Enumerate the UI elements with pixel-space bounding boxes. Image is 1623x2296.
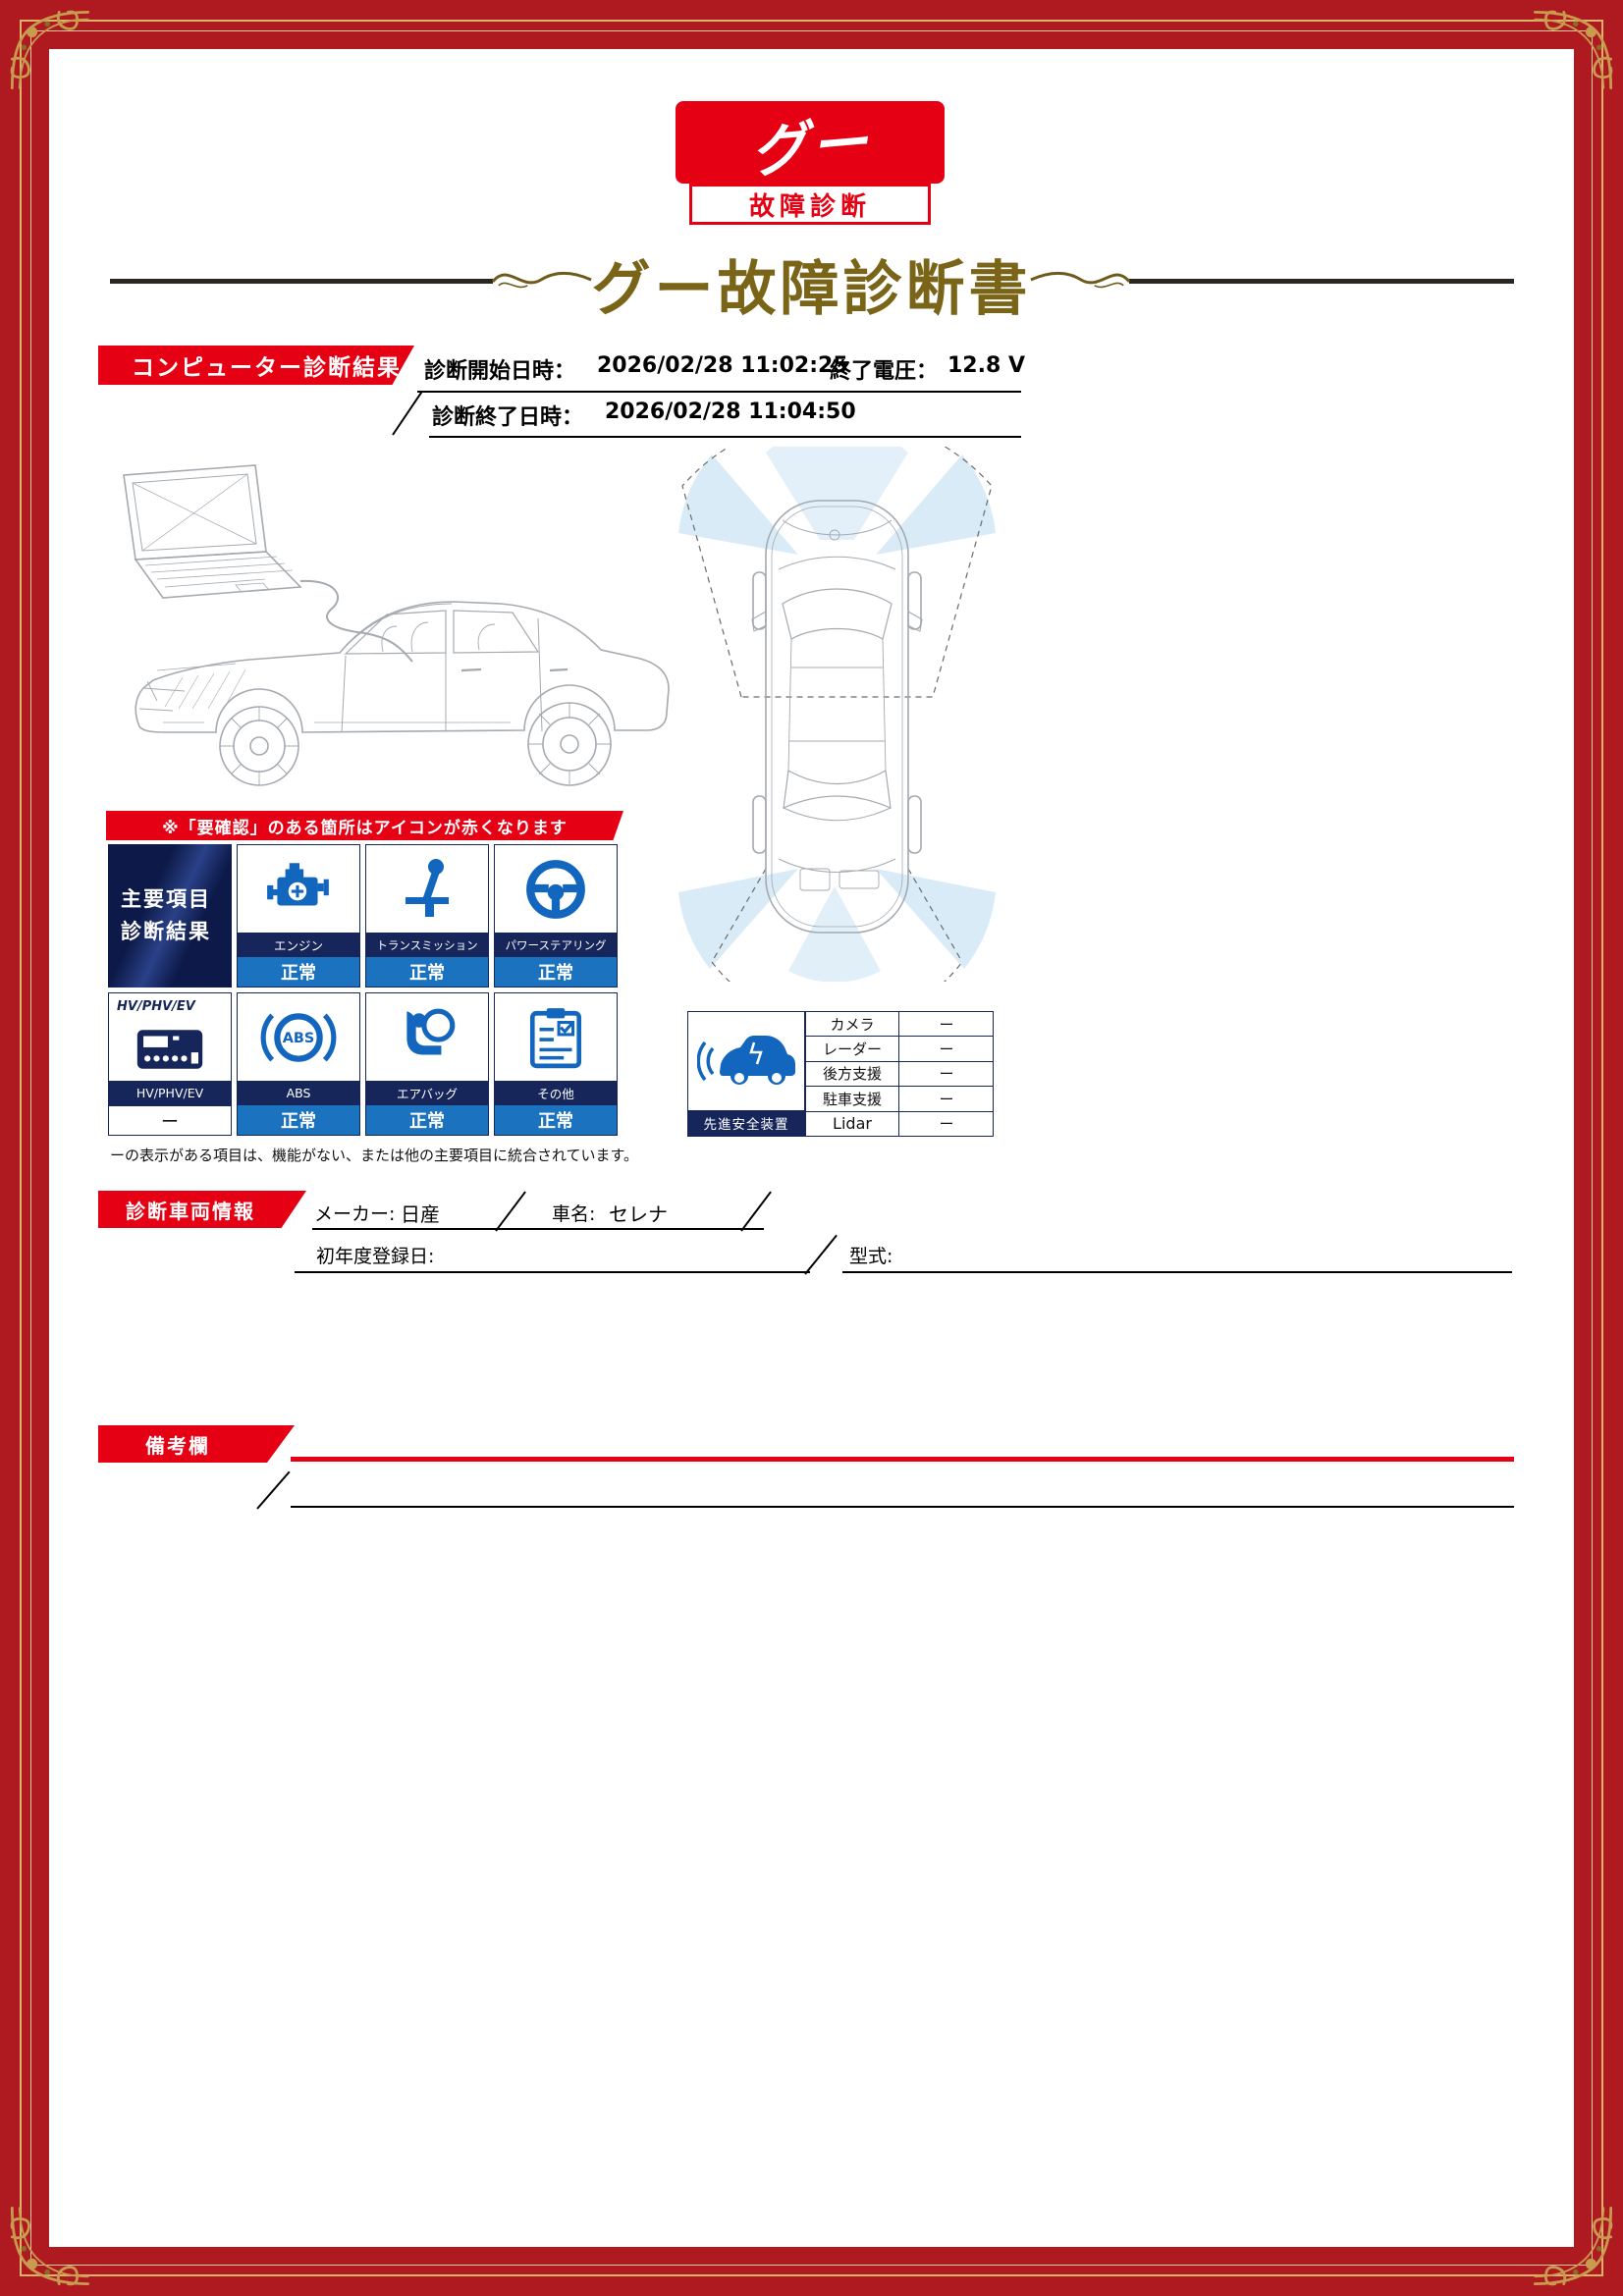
tile-power-steering: パワーステアリング 正常 — [494, 844, 618, 988]
abs-icon: ABS — [238, 993, 359, 1081]
section-computer-diagnosis-label: コンピューター診断結果 — [132, 355, 402, 381]
hv-battery-icon — [109, 1017, 231, 1081]
safety-row-value: ー — [898, 1060, 994, 1087]
tile-status: 正常 — [495, 1105, 617, 1135]
car-name-value: セレナ — [609, 1202, 668, 1226]
rule-line — [842, 1271, 1512, 1273]
diag-start-label: 診断開始日時： — [424, 359, 576, 384]
hv-brand-text: HV/PHV/EV — [117, 999, 195, 1014]
top-view-sensor-illustration — [678, 447, 996, 982]
title-rule-right — [1129, 279, 1514, 284]
rule-line — [417, 391, 1021, 393]
title-flourish-right-icon — [1030, 271, 1131, 289]
tile-label: ABS — [238, 1081, 359, 1105]
safety-row-name: Lidar — [805, 1110, 898, 1136]
section-remarks: 備考欄 — [98, 1425, 295, 1463]
model-code-label: 型式: — [849, 1246, 893, 1267]
remarks-red-rule — [291, 1457, 1514, 1462]
steering-wheel-icon — [495, 845, 617, 933]
slash-divider — [256, 1470, 291, 1510]
grid-footnote: ーの表示がある項目は、機能がない、または他の主要項目に統合されています。 — [110, 1147, 639, 1164]
safety-device-cell: 先進安全装置 — [687, 1011, 805, 1137]
tile-status: 正常 — [238, 957, 359, 987]
transmission-icon — [366, 845, 488, 933]
goo-logo: グー — [676, 101, 945, 186]
engine-icon — [238, 845, 359, 933]
page-title: グー故障診断書 — [591, 255, 1032, 324]
car-sensor-icon — [688, 1012, 804, 1110]
corner-flourish-icon — [10, 10, 90, 90]
notice-banner: ※「要確認」のある箇所はアイコンが赤くなります — [106, 811, 623, 840]
goo-logo-subtitle-box: 故障診断 — [689, 184, 931, 225]
tile-status: 正常 — [238, 1105, 359, 1135]
diag-voltage-label: 終了電圧： — [830, 359, 939, 384]
grid-header-line1: 主要項目 — [121, 887, 211, 912]
diag-end-value: 2026/02/28 11:04:50 — [605, 400, 856, 424]
safety-table: カメラ ー レーダー ー 後方支援 ー 駐車支援 ー Lidar ー — [805, 1011, 994, 1137]
title-rule-left — [110, 279, 493, 284]
diag-end-label: 診断終了日時： — [432, 405, 584, 430]
section-remarks-label: 備考欄 — [145, 1433, 210, 1458]
slash-divider — [392, 391, 423, 436]
rule-line — [295, 1271, 810, 1273]
tile-abs: ABS ABS 正常 — [237, 992, 360, 1136]
corner-flourish-icon — [1533, 2206, 1613, 2286]
tile-transmission: トランスミッション 正常 — [365, 844, 489, 988]
first-registration-label: 初年度登録日: — [316, 1246, 435, 1267]
diag-start-value: 2026/02/28 11:02:25 — [597, 353, 848, 378]
safety-row-value: ー — [898, 1011, 994, 1037]
goo-logo-subtitle: 故障診断 — [748, 191, 871, 222]
tile-label: パワーステアリング — [495, 933, 617, 957]
slash-divider — [804, 1234, 838, 1275]
rule-line — [312, 1228, 764, 1230]
rule-line — [429, 436, 1021, 438]
tile-engine: エンジン 正常 — [237, 844, 360, 988]
title-flourish-left-icon — [491, 271, 592, 289]
corner-flourish-icon — [1533, 10, 1613, 90]
slash-divider — [495, 1191, 526, 1232]
slash-divider — [740, 1191, 772, 1232]
maker-label: メーカー: — [314, 1203, 396, 1225]
tile-airbag: エアバッグ 正常 — [365, 992, 489, 1136]
safety-device-label: 先進安全装置 — [688, 1110, 804, 1136]
goo-logo-text: グー — [747, 108, 874, 187]
safety-row-name: カメラ — [805, 1011, 898, 1037]
tile-label: HV/PHV/EV — [109, 1081, 231, 1105]
tile-status: ー — [109, 1105, 231, 1135]
rule-line — [291, 1506, 1514, 1508]
tile-label: エアバッグ — [366, 1081, 488, 1105]
section-vehicle-info-label: 診断車両情報 — [126, 1199, 255, 1223]
safety-row-name: レーダー — [805, 1036, 898, 1061]
corner-flourish-icon — [10, 2206, 90, 2286]
tile-status: 正常 — [366, 957, 488, 987]
airbag-icon — [366, 993, 488, 1081]
page-background — [49, 49, 1574, 2247]
grid-header-line2: 診断結果 — [121, 920, 211, 943]
tile-hv-phv-ev: HV/PHV/EV HV/PHV/EV ー — [108, 992, 232, 1136]
section-vehicle-info: 診断車両情報 — [98, 1191, 306, 1228]
abs-icon-text: ABS — [283, 1031, 315, 1046]
tile-other: その他 正常 — [494, 992, 618, 1136]
tile-label: その他 — [495, 1081, 617, 1105]
section-computer-diagnosis: コンピューター診断結果 — [98, 346, 414, 385]
maker-value: 日産 — [401, 1202, 440, 1226]
safety-row-name: 後方支援 — [805, 1060, 898, 1087]
safety-row-value: ー — [898, 1086, 994, 1111]
tile-status: 正常 — [495, 957, 617, 987]
tile-label: エンジン — [238, 933, 359, 957]
clipboard-check-icon — [495, 993, 617, 1081]
tile-label: トランスミッション — [366, 933, 488, 957]
safety-row-name: 駐車支援 — [805, 1086, 898, 1111]
safety-row-value: ー — [898, 1036, 994, 1061]
laptop-car-illustration — [123, 464, 670, 786]
car-name-label: 車名: — [552, 1203, 596, 1225]
grid-header-tile: 主要項目 診断結果 — [108, 844, 232, 988]
tile-status: 正常 — [366, 1105, 488, 1135]
diag-voltage-value: 12.8 V — [947, 353, 1025, 378]
safety-row-value: ー — [898, 1110, 994, 1136]
notice-text: ※「要確認」のある箇所はアイコンが赤くなります — [162, 818, 568, 838]
